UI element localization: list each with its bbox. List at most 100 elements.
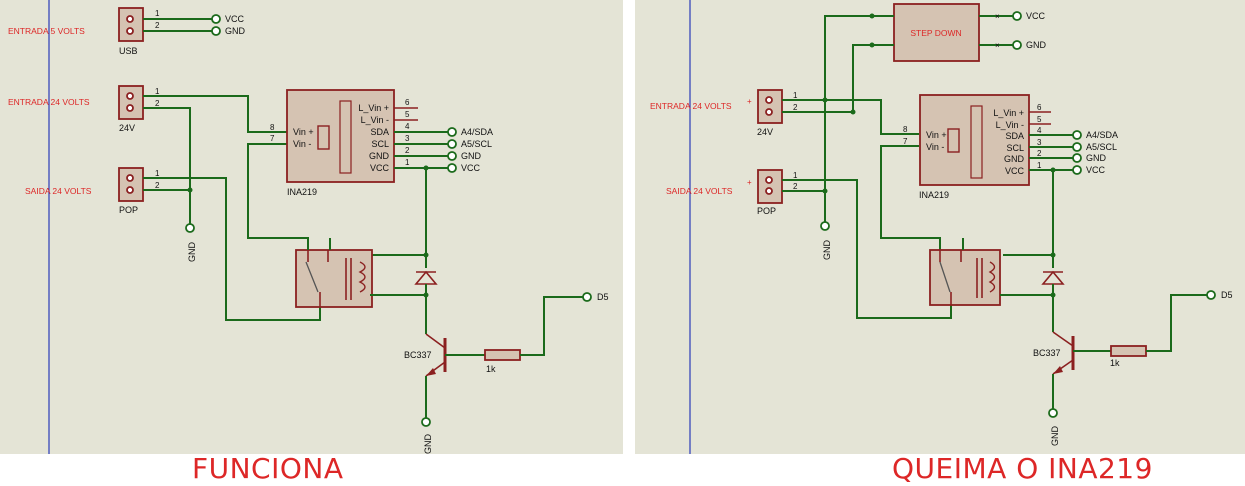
svg-text:3: 3 [405, 134, 410, 143]
terminal-gnd[interactable] [211, 26, 221, 36]
svg-text:3: 3 [1037, 138, 1042, 147]
svg-text:L_Vin -: L_Vin - [361, 115, 389, 125]
gnd-terminal-bottom[interactable] [1048, 408, 1058, 418]
svg-text:5: 5 [1037, 115, 1042, 124]
ina219-module[interactable] [286, 89, 395, 183]
ina-vin-plus: Vin + [926, 130, 947, 140]
svg-text:1: 1 [1037, 161, 1042, 170]
resistor-1k[interactable] [1110, 345, 1147, 357]
terminal-vcc[interactable] [211, 14, 221, 24]
schematic-left: ENTRADA 5 VOLTS ENTRADA 24 VOLTS SAIDA 2… [0, 0, 623, 454]
terminal-ina-vcc[interactable] [447, 163, 457, 173]
pop-connector[interactable] [757, 169, 783, 204]
usb-connector[interactable] [118, 7, 144, 42]
terminal-a4-sda[interactable] [1072, 130, 1082, 140]
svg-text:GND: GND [1004, 154, 1025, 164]
usb-net-gnd: GND [225, 26, 246, 36]
caption-queima: QUEIMA O INA219 [892, 452, 1153, 485]
step-down-module[interactable] [893, 3, 980, 62]
24v-connector-name: 24V [757, 127, 773, 137]
terminal-ina-vcc[interactable] [1072, 165, 1082, 175]
relay[interactable] [295, 249, 373, 308]
svg-text:×: × [995, 41, 1000, 50]
terminal-a5-scl[interactable] [1072, 142, 1082, 152]
terminal-a4-sda[interactable] [447, 127, 457, 137]
svg-text:2: 2 [155, 99, 160, 108]
svg-text:A5/SCL: A5/SCL [461, 139, 492, 149]
svg-text:GND: GND [369, 151, 390, 161]
gnd-terminal-bottom[interactable] [421, 417, 431, 427]
caption-funciona: FUNCIONA [192, 452, 344, 485]
svg-text:1: 1 [405, 158, 410, 167]
ina219-module[interactable] [919, 94, 1030, 186]
output-24v-label: SAIDA 24 VOLTS [666, 186, 733, 196]
transistor-name: BC337 [1033, 348, 1061, 358]
relay[interactable] [929, 249, 1001, 306]
terminal-d5[interactable] [582, 292, 592, 302]
gnd-label-bottom: GND [1050, 426, 1060, 447]
svg-text:1: 1 [155, 169, 160, 178]
svg-text:SCL: SCL [371, 139, 389, 149]
input-24v-label: ENTRADA 24 VOLTS [650, 101, 732, 111]
terminal-a5-scl[interactable] [447, 139, 457, 149]
svg-text:VCC: VCC [461, 163, 481, 173]
svg-text:6: 6 [1037, 103, 1042, 112]
svg-text:1: 1 [793, 171, 798, 180]
output-24v-label: SAIDA 24 VOLTS [25, 186, 92, 196]
resistor-1k[interactable] [484, 349, 521, 361]
svg-text:+: + [747, 97, 752, 106]
24v-connector-name: 24V [119, 123, 135, 133]
ina-vin-minus: Vin - [293, 139, 311, 149]
terminal-ina-gnd[interactable] [1072, 153, 1082, 163]
usb-name: USB [119, 46, 138, 56]
svg-text:4: 4 [1037, 126, 1042, 135]
terminal-stepdown-gnd[interactable] [1012, 40, 1022, 50]
input-5v-label: ENTRADA 5 VOLTS [8, 26, 85, 36]
gnd-terminal-mid[interactable] [185, 223, 195, 233]
terminal-stepdown-vcc[interactable] [1012, 11, 1022, 21]
svg-text:5: 5 [405, 110, 410, 119]
transistor-name: BC337 [404, 350, 432, 360]
svg-text:2: 2 [793, 182, 798, 191]
24v-connector[interactable] [757, 89, 783, 124]
flyback-diode [1041, 255, 1065, 295]
svg-text:2: 2 [405, 146, 410, 155]
terminal-d5[interactable] [1206, 290, 1216, 300]
terminal-ina-gnd[interactable] [447, 151, 457, 161]
svg-text:2: 2 [1037, 149, 1042, 158]
svg-text:2: 2 [155, 181, 160, 190]
d5-label: D5 [1221, 290, 1233, 300]
svg-text:7: 7 [903, 137, 908, 146]
stepdown-net-gnd: GND [1026, 40, 1047, 50]
resistor-value: 1k [486, 364, 496, 374]
usb-net-vcc: VCC [225, 14, 245, 24]
ina-vin-minus: Vin - [926, 142, 944, 152]
svg-text:GND: GND [461, 151, 482, 161]
svg-text:GND: GND [1086, 153, 1107, 163]
svg-text:VCC: VCC [370, 163, 390, 173]
svg-text:8: 8 [903, 125, 908, 134]
svg-text:2: 2 [155, 21, 160, 30]
svg-text:SDA: SDA [370, 127, 389, 137]
pop-connector[interactable] [118, 167, 144, 202]
bc337-transistor[interactable] [1052, 331, 1075, 375]
ina-name: INA219 [919, 190, 949, 200]
svg-text:L_Vin +: L_Vin + [358, 103, 389, 113]
svg-text:7: 7 [270, 134, 275, 143]
svg-text:SDA: SDA [1005, 131, 1024, 141]
svg-text:L_Vin -: L_Vin - [996, 120, 1024, 130]
24v-connector[interactable] [118, 85, 144, 120]
gnd-label-mid: GND [822, 240, 832, 261]
svg-text:A4/SDA: A4/SDA [1086, 130, 1118, 140]
input-24v-label: ENTRADA 24 VOLTS [8, 97, 90, 107]
gnd-terminal-mid[interactable] [820, 221, 830, 231]
svg-text:1: 1 [793, 91, 798, 100]
pop-connector-name: POP [119, 205, 138, 215]
ina-vin-plus: Vin + [293, 127, 314, 137]
svg-text:VCC: VCC [1005, 166, 1025, 176]
svg-text:2: 2 [793, 103, 798, 112]
schematic-right: ENTRADA 24 VOLTS SAIDA 24 VOLTS + + STEP… [635, 0, 1245, 454]
flyback-diode [414, 255, 438, 295]
svg-text:1: 1 [155, 87, 160, 96]
stepdown-label: STEP DOWN [910, 28, 961, 38]
